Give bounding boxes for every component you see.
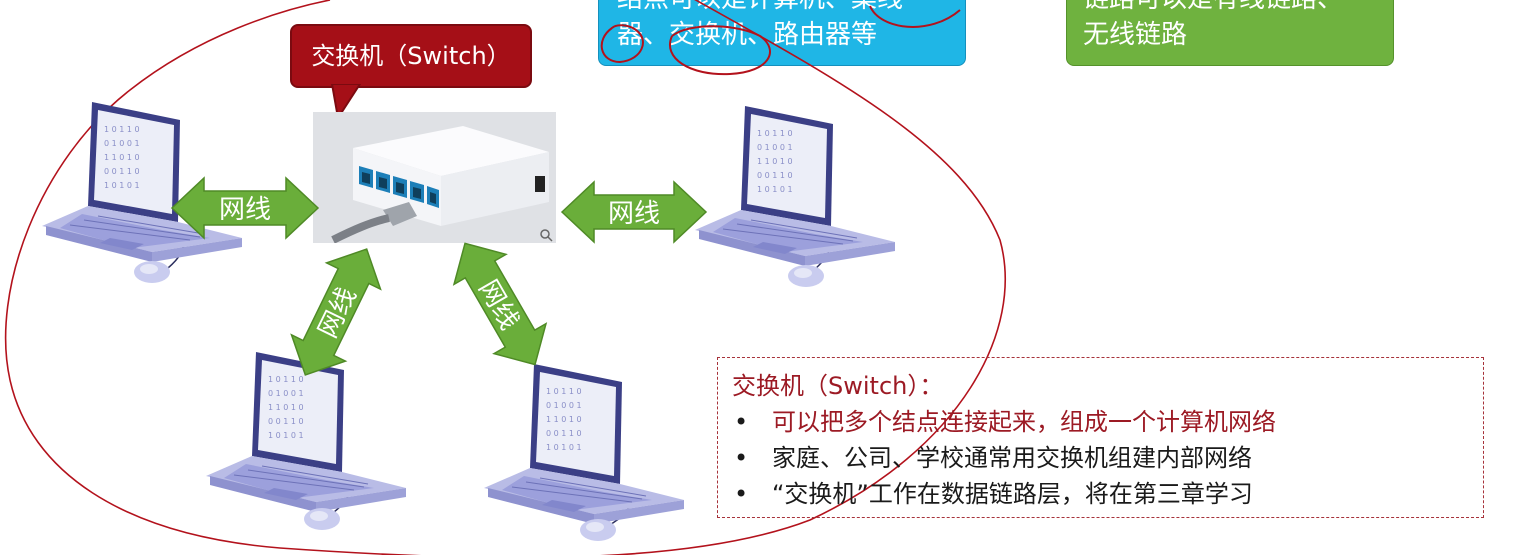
switch-callout: 交换机（Switch） xyxy=(290,24,532,88)
info-bullet-1: • 可以把多个结点连接起来，组成一个计算机网络 xyxy=(732,404,1483,440)
arrow-bottom-right-laptop: 网线 xyxy=(452,242,548,366)
arrow-bottom-left-laptop: 网线 xyxy=(290,248,382,376)
annotation-circle-hub xyxy=(600,24,644,64)
link-description-box: 链路可以是有线链路、 无线链路 xyxy=(1066,0,1394,66)
info-bullet-2-text: 家庭、公司、学校通常用交换机组建内部网络 xyxy=(772,444,1252,472)
info-bullet-3: • “交换机”工作在数据链路层，将在第三章学习 xyxy=(732,476,1483,512)
node-box-line-1: 结点可以是计算机、集线 xyxy=(617,0,953,17)
node-description-box: 结点可以是计算机、集线 器、交换机、路由器等 xyxy=(598,0,966,66)
annotation-circle-switch xyxy=(669,25,771,76)
bullet-dot: • xyxy=(734,480,749,508)
switch-info-box: 交换机（Switch）： • 可以把多个结点连接起来，组成一个计算机网络 • 家… xyxy=(717,357,1484,518)
switch-callout-pointer xyxy=(331,84,361,119)
arrow-left-laptop: 网线 xyxy=(170,176,320,240)
annotation-loop-top xyxy=(869,5,961,28)
node-box-line-2: 器、交换机、路由器等 xyxy=(617,20,878,50)
info-title: 交换机（Switch）： xyxy=(732,372,944,400)
arrow-right-laptop: 网线 xyxy=(560,180,708,244)
cable-label-left: 网线 xyxy=(219,195,271,225)
info-bullet-3-text: “交换机”工作在数据链路层，将在第三章学习 xyxy=(772,480,1253,508)
link-box-line-2: 无线链路 xyxy=(1083,20,1188,50)
bullet-dot: • xyxy=(734,408,749,436)
bullet-dot: • xyxy=(734,444,749,472)
link-box-line-1: 链路可以是有线链路、 xyxy=(1083,0,1381,17)
switch-photo xyxy=(313,112,556,244)
cable-label-right: 网线 xyxy=(608,199,660,229)
info-bullet-1-text: 可以把多个结点连接起来，组成一个计算机网络 xyxy=(772,408,1276,436)
info-bullet-2: • 家庭、公司、学校通常用交换机组建内部网络 xyxy=(732,440,1483,476)
